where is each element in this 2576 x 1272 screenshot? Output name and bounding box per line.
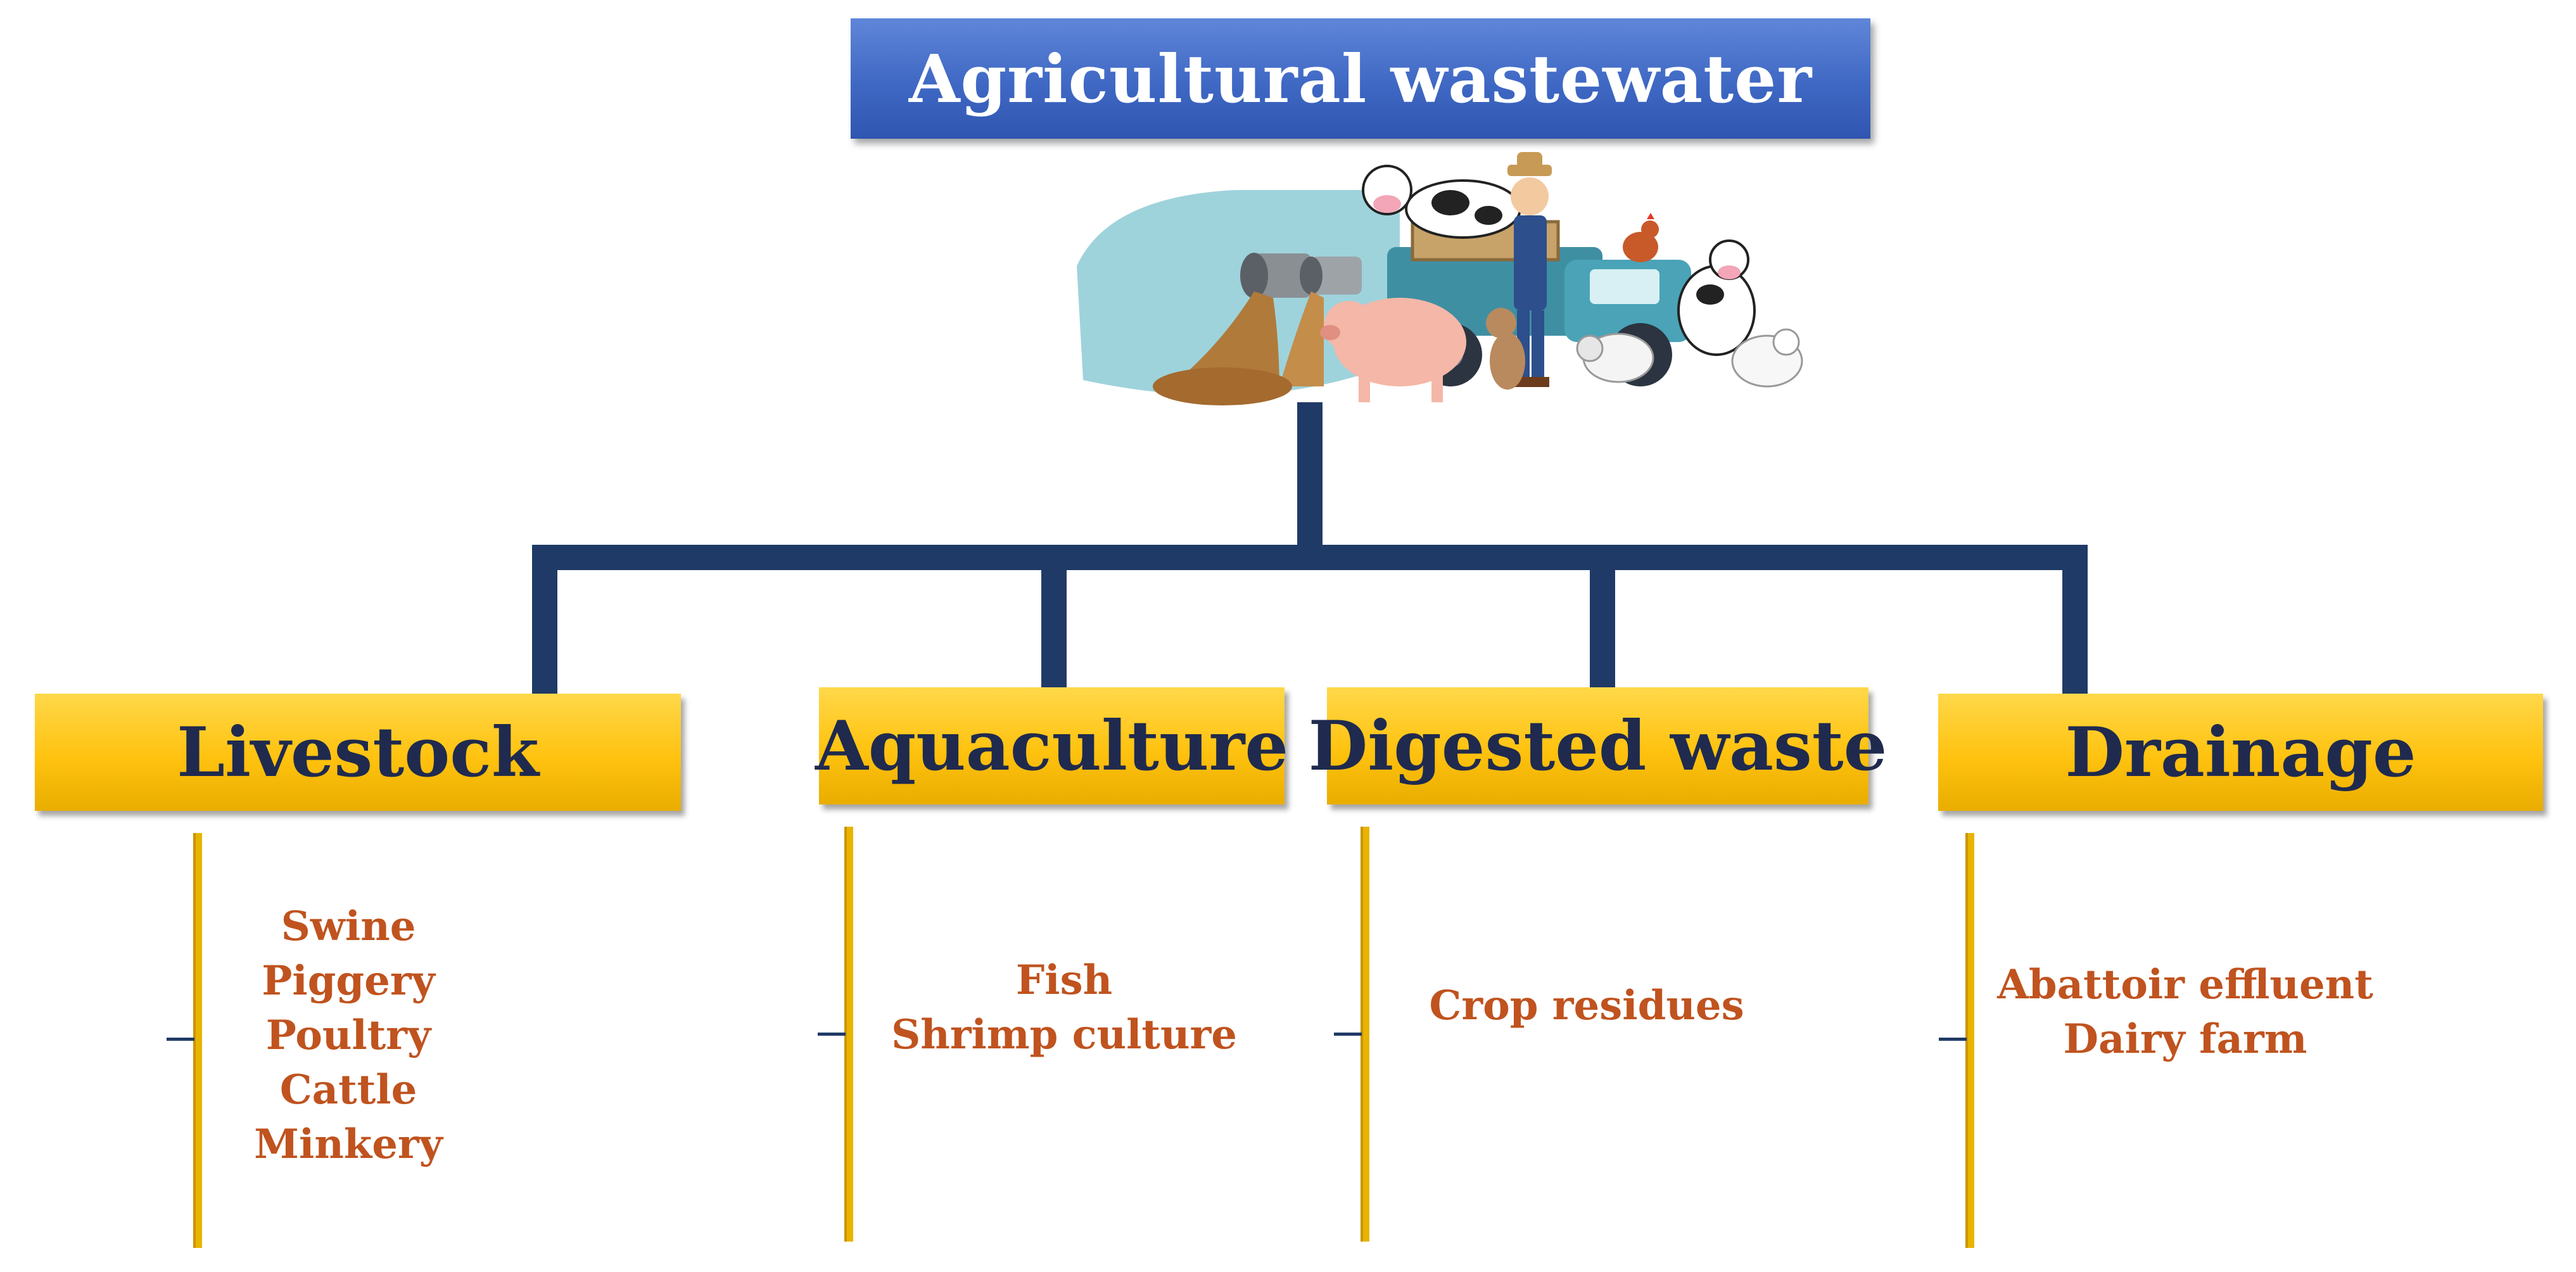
category-label-digested-waste: Digested waste (1308, 706, 1888, 786)
sheep-icon (1576, 333, 1654, 383)
items-list-aquaculture: Fish Shrimp culture (891, 953, 1237, 1062)
list-item: Poultry (265, 1012, 431, 1059)
list-item: Abattoir effluent (1997, 961, 2373, 1008)
list-item: Crop residues (1429, 982, 1744, 1029)
items-list-livestock: Swine Piggery Poultry Cattle Minkery (253, 900, 443, 1172)
bracket-tick-drainage (1939, 1038, 1967, 1041)
category-box-livestock: Livestock (35, 694, 681, 811)
cow-icon (1362, 165, 1521, 239)
chicken-icon (1623, 213, 1659, 262)
pig-icon (1320, 298, 1466, 402)
title-box: Agricultural wastewater (851, 18, 1870, 139)
items-list-digested-waste: Crop residues (1425, 979, 1748, 1033)
bracket-digested-waste (1361, 827, 1369, 1242)
list-item: Piggery (262, 957, 435, 1005)
diagram-title: Agricultural wastewater (908, 39, 1813, 118)
items-list-drainage: Abattoir effluent Dairy farm (1997, 958, 2373, 1067)
bracket-tick-livestock (167, 1038, 194, 1041)
category-box-drainage: Drainage (1938, 694, 2543, 811)
dog-icon (1486, 308, 1525, 390)
farm-illustration-icon (1077, 152, 1803, 405)
bracket-tick-digested-waste (1334, 1033, 1362, 1036)
bracket-tick-aquaculture (818, 1033, 846, 1036)
category-label-livestock: Livestock (177, 712, 539, 792)
list-item: Shrimp culture (891, 1011, 1237, 1059)
bracket-aquaculture (844, 827, 853, 1242)
goat-icon (1677, 239, 1803, 388)
category-label-drainage: Drainage (2065, 712, 2416, 792)
bracket-livestock (193, 833, 202, 1248)
list-item: Fish (1015, 957, 1113, 1004)
category-box-digested-waste: Digested waste (1309, 687, 1887, 805)
category-label-aquaculture: Aquaculture (815, 706, 1289, 786)
farmer-icon (1507, 152, 1552, 387)
list-item: Cattle (279, 1066, 417, 1114)
list-item: Swine (281, 903, 416, 950)
bracket-drainage (1965, 833, 1974, 1248)
drain-pipe-icon (1240, 253, 1362, 298)
category-box-aquaculture: Aquaculture (815, 687, 1288, 805)
list-item: Dairy farm (2063, 1015, 2307, 1063)
list-item: Minkery (254, 1121, 443, 1168)
